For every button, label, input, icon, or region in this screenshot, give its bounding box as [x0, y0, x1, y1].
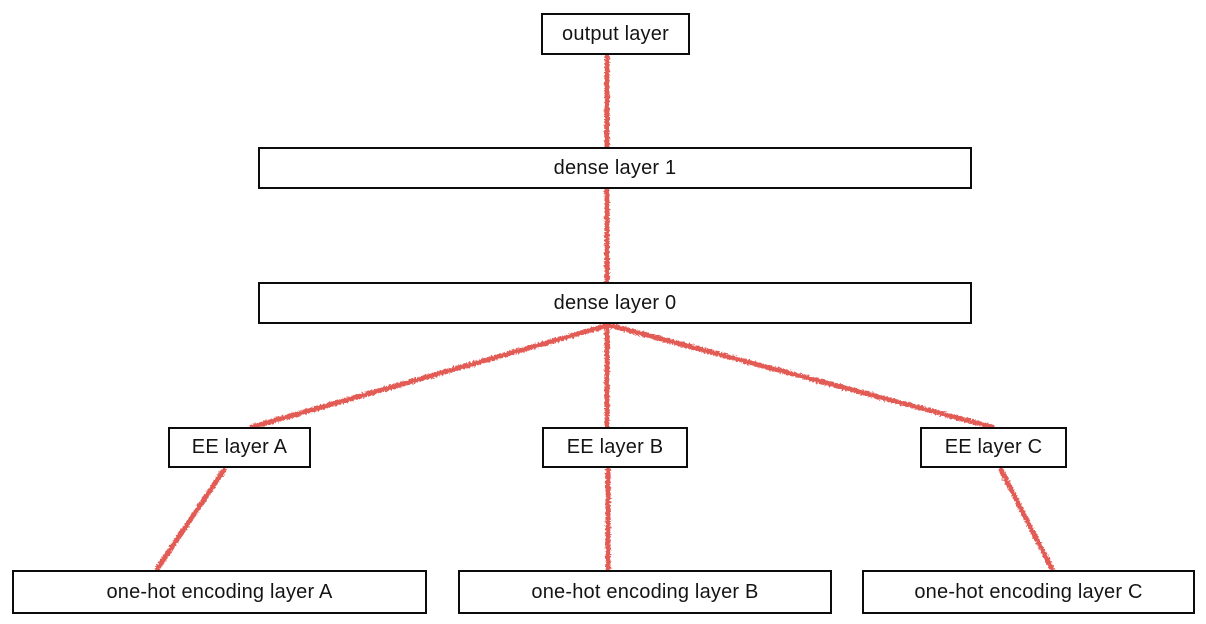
node-ee-layer-b-label: EE layer B	[566, 436, 664, 458]
node-ee-layer-a-label: EE layer A	[191, 436, 288, 458]
node-dense-layer-1-label: dense layer 1	[553, 156, 677, 179]
edge-ee-a-onehot-a	[154, 467, 227, 572]
node-one-hot-encoding-layer-b-label: one-hot encoding layer B	[531, 580, 759, 603]
node-ee-layer-c: EE layer C	[920, 427, 1067, 468]
edge-dense0-ee-a	[249, 322, 612, 430]
node-one-hot-encoding-layer-c: one-hot encoding layer C	[862, 570, 1195, 614]
node-output-layer: output layer	[541, 13, 690, 55]
edge-dense0-ee-c	[606, 322, 995, 430]
node-ee-layer-b: EE layer B	[542, 427, 688, 468]
node-dense-layer-0-label: dense layer 0	[553, 291, 677, 314]
node-dense-layer-0: dense layer 0	[258, 282, 972, 324]
node-output-layer-label: output layer	[562, 22, 669, 45]
node-dense-layer-1: dense layer 1	[258, 147, 972, 189]
node-ee-layer-a: EE layer A	[168, 427, 311, 468]
node-one-hot-encoding-layer-c-label: one-hot encoding layer C	[914, 580, 1143, 603]
edge-ee-c-onehot-c	[998, 467, 1055, 572]
node-one-hot-encoding-layer-b: one-hot encoding layer B	[458, 570, 832, 614]
node-one-hot-encoding-layer-a-label: one-hot encoding layer A	[106, 580, 333, 603]
node-one-hot-encoding-layer-a: one-hot encoding layer A	[12, 570, 427, 614]
node-ee-layer-c-label: EE layer C	[944, 436, 1043, 458]
